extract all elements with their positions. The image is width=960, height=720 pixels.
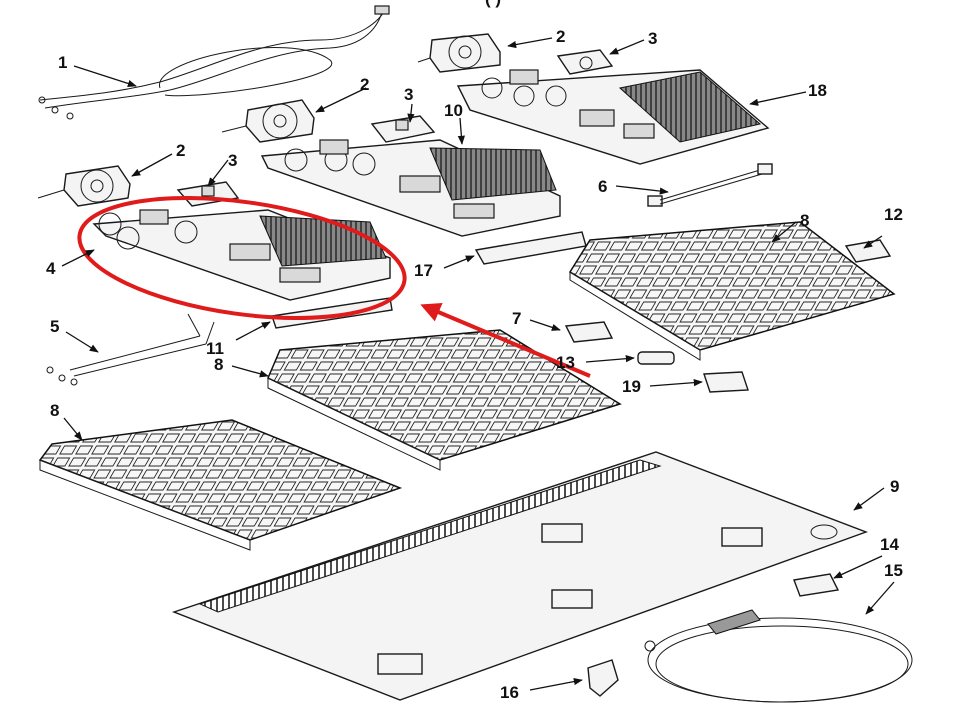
callout-9: 9 (890, 477, 899, 496)
callout-11: 11 (206, 339, 224, 358)
base-plate-9 (171, 451, 869, 701)
fan-assembly-2a (417, 33, 501, 73)
small-board-3b (370, 115, 436, 143)
callout-3b: 3 (404, 85, 413, 104)
control-board-4 (92, 209, 391, 301)
bracket-12 (844, 239, 892, 263)
wire-harness-5 (46, 313, 215, 386)
tray-frame-8c (38, 419, 403, 551)
wire-harness-1 (38, 5, 390, 120)
ribbon-cable-6 (647, 163, 773, 207)
callout-14: 14 (880, 535, 899, 554)
callout-3c: 3 (228, 151, 237, 170)
callout-8a: 8 (800, 211, 809, 230)
cable-17 (474, 231, 587, 265)
callout-8b: 8 (214, 355, 223, 374)
sensor-16 (587, 659, 619, 697)
highlight-arrow (420, 303, 591, 378)
callout-2a: 2 (556, 27, 565, 46)
callout-2b: 2 (360, 75, 369, 94)
header-partial-text: ( ) (485, 0, 501, 8)
clip-19 (703, 371, 749, 393)
callout-1: 1 (58, 53, 67, 72)
control-board-18 (456, 69, 770, 165)
callout-10: 10 (444, 101, 463, 120)
fan-assembly-2c (37, 165, 131, 207)
callout-2c: 2 (176, 141, 185, 160)
callout-5: 5 (50, 317, 59, 336)
callout-18: 18 (808, 81, 827, 100)
control-board-10 (260, 139, 561, 237)
callout-6: 6 (598, 177, 607, 196)
tray-frame-8b (267, 329, 622, 471)
callout-17: 17 (414, 261, 433, 280)
leader-lines (61, 37, 895, 691)
tray-frame-8a (568, 221, 896, 361)
callout-19: 19 (622, 377, 641, 396)
callout-8c: 8 (50, 401, 59, 420)
callout-13: 13 (556, 353, 575, 372)
fuse-13 (637, 351, 675, 365)
terminal-14 (793, 573, 840, 597)
highlight-ellipse (77, 196, 407, 320)
fan-assembly-2b (221, 99, 315, 143)
coil-15 (644, 609, 913, 703)
callout-12: 12 (884, 205, 903, 224)
cable-11 (271, 297, 393, 329)
callout-16: 16 (500, 683, 519, 702)
callout-labels: 1 2 2 2 3 3 3 4 5 6 7 8 8 8 9 10 11 12 1… (46, 27, 903, 702)
clip-7 (564, 321, 614, 343)
small-board-3a (556, 49, 614, 75)
callout-7: 7 (512, 309, 521, 328)
callout-3a: 3 (648, 29, 657, 48)
callout-15: 15 (884, 561, 903, 580)
callout-4: 4 (46, 259, 56, 278)
